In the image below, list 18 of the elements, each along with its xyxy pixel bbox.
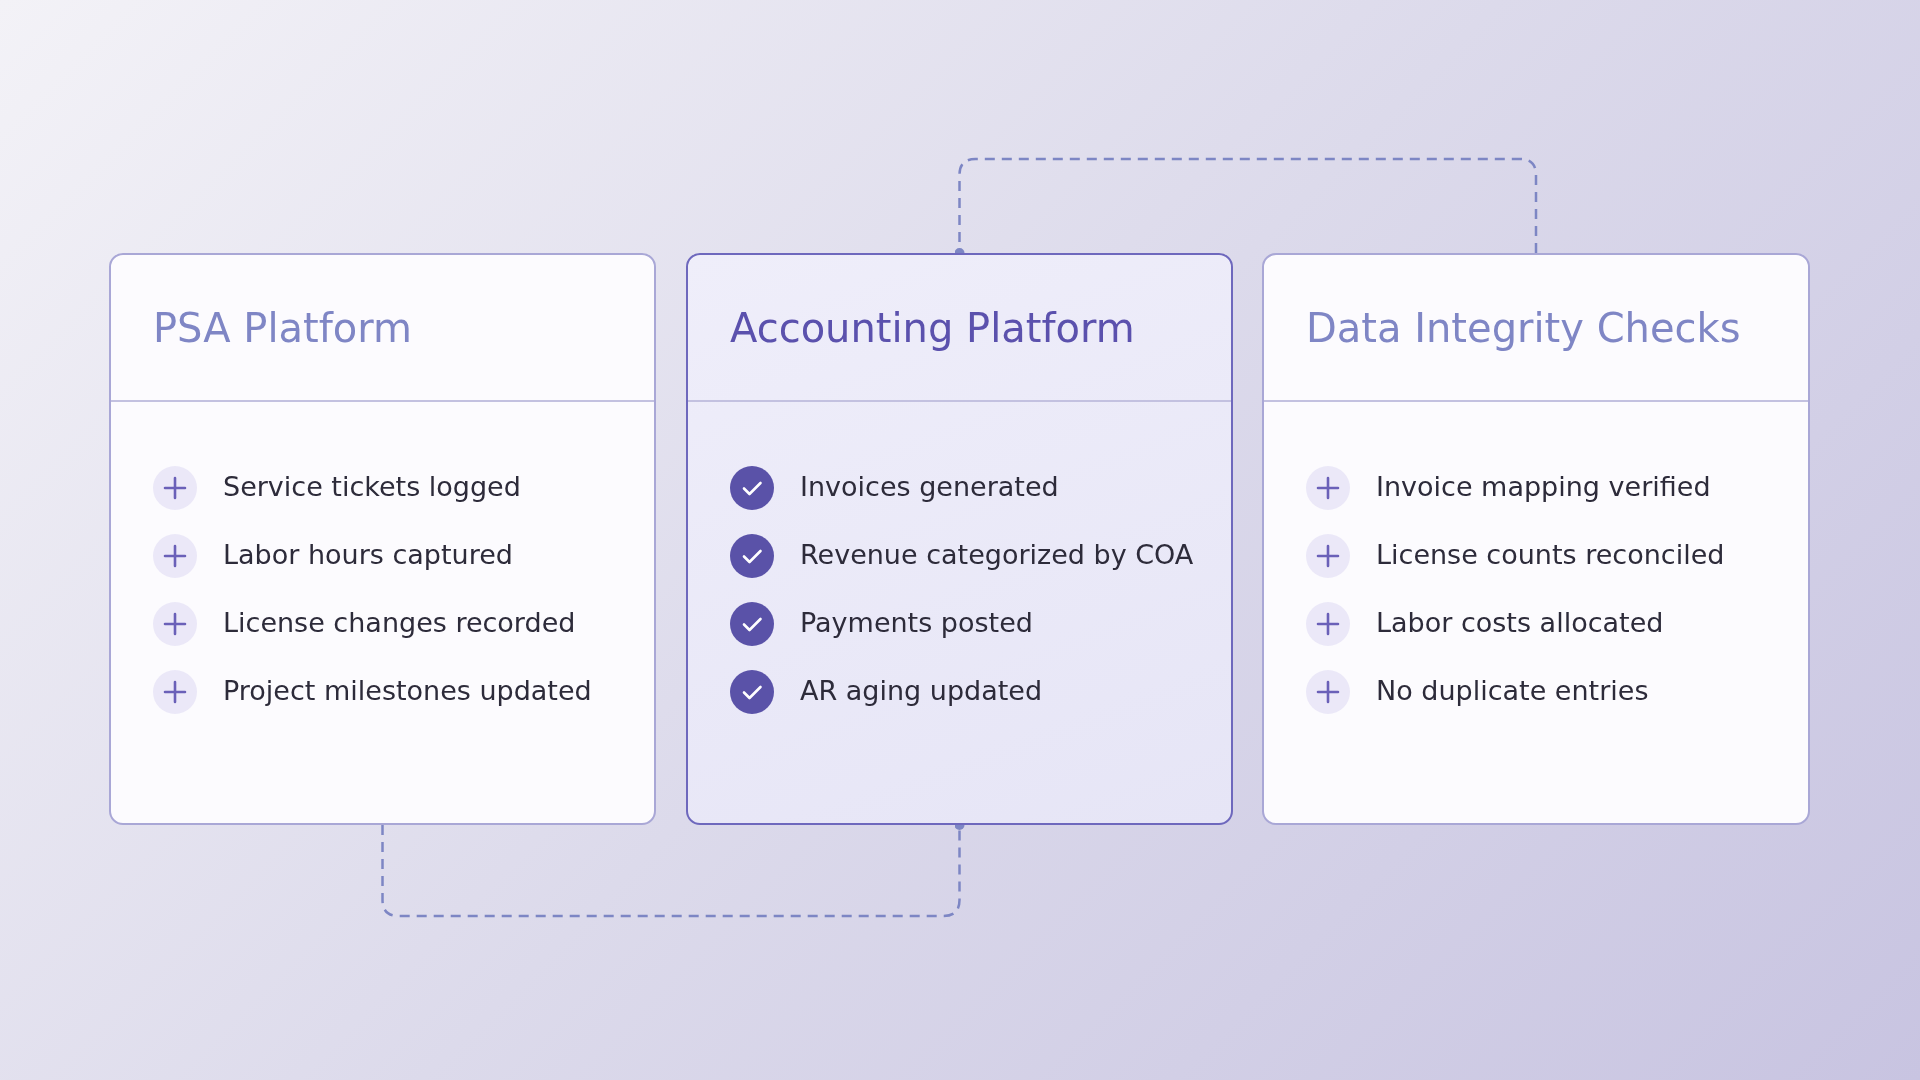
card-title: Data Integrity Checks xyxy=(1306,305,1741,351)
list-item: Project milestones updated xyxy=(223,675,592,706)
list-item: Labor hours captured xyxy=(223,539,513,570)
list-item: Invoice mapping verified xyxy=(1376,471,1711,502)
list-item: Labor costs allocated xyxy=(1376,607,1664,638)
list-item: Service tickets logged xyxy=(223,471,521,502)
platform-card xyxy=(109,253,656,825)
list-item: Revenue categorized by COA xyxy=(800,539,1194,570)
list-item: AR aging updated xyxy=(800,675,1043,706)
list-item: Payments posted xyxy=(800,607,1033,638)
list-item: License counts reconciled xyxy=(1376,539,1725,570)
card-title: Accounting Platform xyxy=(730,305,1135,351)
list-item: License changes recorded xyxy=(223,607,576,638)
platform-card xyxy=(1262,253,1810,825)
platform-card xyxy=(686,253,1233,825)
card-title: PSA Platform xyxy=(153,305,413,351)
list-item: No duplicate entries xyxy=(1376,675,1649,706)
list-item: Invoices generated xyxy=(800,471,1059,502)
